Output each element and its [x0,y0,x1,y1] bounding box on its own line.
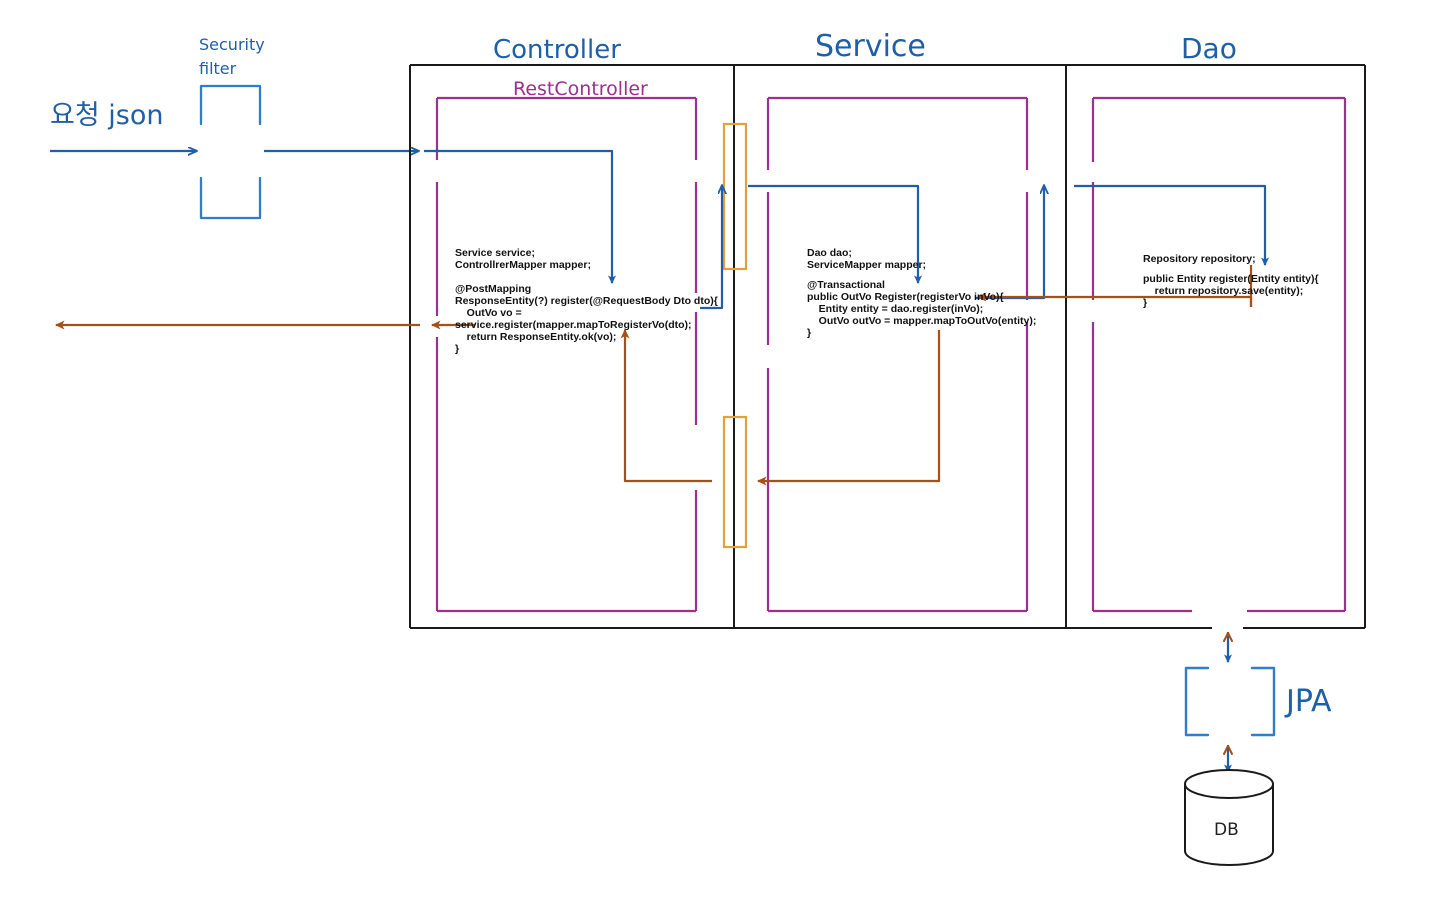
rest-controller-label: RestController [513,78,648,100]
service-to-mapper-return-arrow [757,330,941,486]
purple-box-dao [1091,96,1347,613]
service-code-line-3: @Transactional [807,279,885,291]
controller-code-line-6: service.register(mapper.mapToRegisterVo(… [455,319,692,331]
dao-code-line-4: } [1143,297,1147,309]
jpa-left-bracket [1184,666,1210,737]
mapper-to-controller-return-arrow [620,329,712,483]
request-json-label: 요청 json [50,100,163,131]
controller-code-line-0: Service service; [455,247,535,259]
service-code-line-4: public OutVo Register(registerVo inVo){ [807,291,1004,303]
controller-code-block: Service service; ControllrerMapper mappe… [455,247,718,355]
purple-box-controller: RestController [435,78,698,613]
controller-code-line-8: } [455,343,459,355]
service-code-line-0: Dao dao; [807,247,852,259]
controller-code-line-7: return ResponseEntity.ok(vo); [455,331,616,343]
service-code-line-7: } [807,327,811,339]
mapper-box-top [722,122,748,271]
controller-code-line-4: ResponseEntity(?) register(@RequestBody … [455,295,718,307]
service-code-line-5: Entity entity = dao.register(inVo); [807,303,983,315]
security-filter-upper-bracket [199,84,262,126]
dao-code-block: Repository repository; public Entity reg… [1143,253,1319,309]
layer-frame [409,64,1366,629]
service-code-line-6: OutVo outVo = mapper.mapToOutVo(entity); [807,315,1036,327]
dao-code-line-0: Repository repository; [1143,253,1256,265]
controller-code-line-5: OutVo vo = [455,307,522,319]
db-label: DB [1214,820,1239,840]
dao-entry-arrow [1074,184,1269,266]
jpa-to-db-arrow-up-head [1223,745,1233,755]
column-title-service: Service [815,29,926,64]
service-to-dao-arrow [975,186,1044,300]
database-cylinder: DB [1184,769,1274,866]
jpa-label: JPA [1284,684,1332,719]
controller-code-line-1: ControllrerMapper mapper; [455,259,591,271]
service-code-block: Dao dao; ServiceMapper mapper; @Transact… [807,247,1036,339]
mapper-box-bottom [722,415,748,549]
controller-entry-arrow [424,149,616,284]
dao-code-line-2: public Entity register(Entity entity){ [1143,273,1319,285]
mapper-box-top-rect [722,122,748,271]
purple-box-service [766,96,1029,613]
mapper-box-bottom-rect [722,415,748,549]
controller-to-service-arrow [700,186,722,310]
dao-code-line-3: return repository.save(entity); [1143,285,1303,297]
frame-to-jpa-arrow-up-head [1223,632,1233,642]
security-filter-label-line1: Security [199,35,265,54]
jpa-group: JPA [1184,632,1332,773]
security-filter-group: Security filter [199,35,265,220]
column-title-controller: Controller [493,35,621,65]
security-filter-label-line2: filter [199,59,237,78]
column-titles: Controller Service Dao [493,29,1237,65]
service-code-line-1: ServiceMapper mapper; [807,259,926,271]
jpa-right-bracket [1250,666,1276,737]
security-filter-lower-bracket [199,176,262,220]
controller-code-line-3: @PostMapping [455,283,531,295]
db-cylinder-top [1184,769,1274,799]
service-entry-arrow [748,184,922,284]
db-cylinder-body [1184,784,1274,866]
column-title-dao: Dao [1181,32,1237,65]
request-group: 요청 json [50,100,196,151]
